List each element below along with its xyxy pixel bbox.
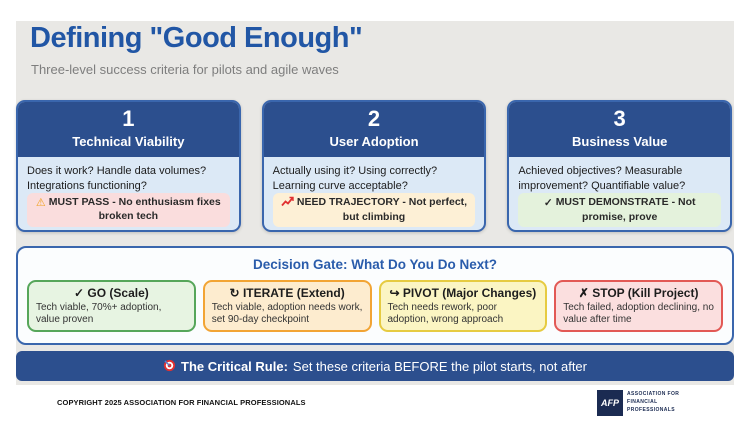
- check-icon: ✓: [73, 286, 85, 300]
- card-body: Does it work? Handle data volumes? Integ…: [18, 157, 239, 230]
- option-pivot: ↪ PIVOT (Major Changes) Tech needs rewor…: [378, 280, 548, 333]
- page-subtitle: Three-level success criteria for pilots …: [31, 62, 339, 77]
- must-demonstrate-callout: ✓MUST DEMONSTRATE - Not promise, prove: [518, 193, 722, 228]
- card-header: 2 User Adoption: [263, 102, 485, 157]
- card-title: Technical Viability: [72, 134, 185, 149]
- option-title: ✗ STOP (Kill Project): [563, 285, 714, 301]
- option-stop: ✗ STOP (Kill Project) Tech failed, adopt…: [554, 280, 723, 333]
- target-icon: [163, 359, 176, 374]
- option-label: STOP (Kill Project): [592, 286, 699, 300]
- card-technical-viability: 1 Technical Viability Does it work? Hand…: [16, 100, 241, 232]
- decision-gate-panel: Decision Gate: What Do You Do Next? ✓ GO…: [16, 246, 734, 345]
- decision-gate-title: Decision Gate: What Do You Do Next?: [252, 257, 498, 272]
- option-title: ↪ PIVOT (Major Changes): [388, 285, 539, 301]
- page-title: Defining "Good Enough": [30, 22, 363, 54]
- logo-line: PROFESSIONALS: [627, 406, 675, 413]
- option-description: Tech viable, 70%+ adoption, value proven: [36, 302, 162, 326]
- critical-rule-label: The Critical Rule:: [181, 358, 288, 374]
- card-number: 1: [122, 106, 135, 131]
- afp-logo-wordmark: ASSOCIATION FOR FINANCIAL PROFESSIONALS: [627, 391, 679, 414]
- card-body: Achieved objectives? Measurable improvem…: [509, 157, 730, 230]
- criteria-cards-row: 1 Technical Viability Does it work? Hand…: [16, 100, 733, 232]
- option-title: ↻ ITERATE (Extend): [212, 285, 363, 301]
- logo-line: FINANCIAL: [627, 399, 658, 406]
- pivot-hook-arrow-icon: ↪: [389, 286, 400, 300]
- warning-icon: ⚠: [35, 197, 46, 210]
- card-number: 3: [613, 106, 626, 131]
- critical-rule-banner: The Critical Rule: Set these criteria BE…: [16, 351, 734, 381]
- option-label: GO (Scale): [87, 286, 149, 300]
- card-body: Actually using it? Using correctly? Lear…: [264, 157, 485, 230]
- option-label: PIVOT (Major Changes): [402, 286, 537, 300]
- critical-rule-text: Set these criteria BEFORE the pilot star…: [292, 358, 587, 374]
- card-user-adoption: 2 User Adoption Actually using it? Using…: [261, 100, 487, 232]
- card-title: Business Value: [571, 134, 668, 149]
- option-description: Tech failed, adoption declining, no valu…: [563, 302, 714, 326]
- callout-text: MUST PASS - No enthusiasm fixes broken t…: [48, 196, 221, 223]
- callout-text: NEED TRAJECTORY - Not perfect, but climb…: [296, 196, 468, 223]
- card-title: User Adoption: [329, 134, 419, 149]
- option-description: Tech needs rework, poor adoption, wrong …: [387, 302, 504, 326]
- callout-text: MUST DEMONSTRATE - Not promise, prove: [555, 196, 696, 223]
- slide-canvas: Defining "Good Enough" Three-level succe…: [16, 21, 734, 385]
- x-mark-icon: ✗: [578, 286, 589, 300]
- decision-options-row: ✓ GO (Scale) Tech viable, 70%+ adoption,…: [27, 280, 723, 333]
- option-title: ✓ GO (Scale): [36, 285, 187, 301]
- card-question: Does it work? Handle data volumes? Integ…: [27, 165, 207, 192]
- option-description: Tech viable, adoption needs work, set 90…: [211, 302, 363, 326]
- chart-increasing-icon: [281, 196, 294, 211]
- afp-logo: AFP ASSOCIATION FOR FINANCIAL PROFESSION…: [597, 390, 679, 416]
- must-pass-callout: ⚠MUST PASS - No enthusiasm fixes broken …: [27, 193, 230, 227]
- card-number: 2: [367, 106, 381, 131]
- card-business-value: 3 Business Value Achieved objectives? Me…: [507, 100, 733, 232]
- card-question: Actually using it? Using correctly? Lear…: [272, 165, 438, 192]
- card-question: Achieved objectives? Measurable improvem…: [518, 165, 686, 192]
- card-header: 3 Business Value: [509, 102, 731, 157]
- card-header: 1 Technical Viability: [18, 102, 239, 157]
- option-label: ITERATE (Extend): [242, 286, 345, 300]
- need-trajectory-callout: NEED TRAJECTORY - Not perfect, but climb…: [272, 193, 476, 228]
- option-go: ✓ GO (Scale) Tech viable, 70%+ adoption,…: [27, 280, 196, 333]
- check-icon: ✓: [543, 197, 553, 210]
- afp-logo-mark: AFP: [597, 390, 623, 416]
- logo-line: ASSOCIATION FOR: [627, 391, 680, 398]
- copyright-text: COPYRIGHT 2025 ASSOCIATION FOR FINANCIAL…: [57, 398, 306, 407]
- option-iterate: ↻ ITERATE (Extend) Tech viable, adoption…: [202, 280, 372, 333]
- iterate-circular-arrow-icon: ↻: [229, 286, 240, 300]
